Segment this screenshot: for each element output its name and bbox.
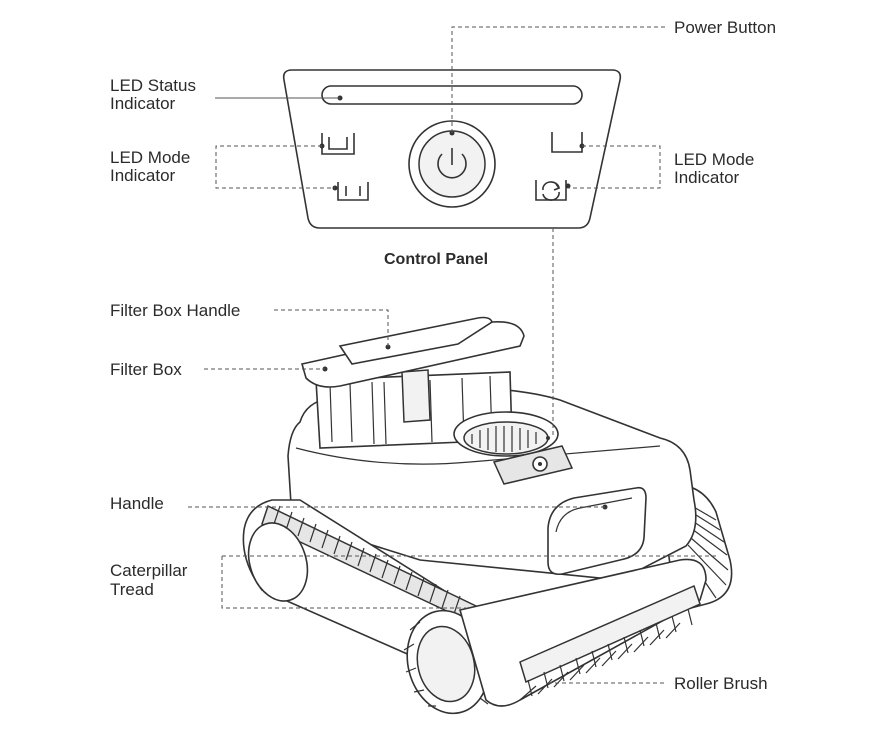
label-filter-box-handle: Filter Box Handle — [110, 301, 240, 320]
power-icon — [437, 148, 467, 179]
filter-box[interactable] — [300, 316, 525, 449]
robot-cleaner — [242, 316, 733, 715]
label-control-panel: Control Panel — [384, 251, 488, 268]
label-caterpillar-tread: Caterpillar — [110, 561, 188, 580]
label-led-mode-left: LED Mode — [110, 148, 190, 167]
label-filter-box: Filter Box — [110, 360, 182, 379]
label-led-mode-right-2: Indicator — [674, 168, 740, 187]
robot-control-panel — [492, 436, 574, 485]
label-led-mode-left-2: Indicator — [110, 166, 176, 185]
handle[interactable] — [547, 486, 647, 576]
mode-floor-icon — [319, 133, 355, 155]
label-led-status: LED Status — [110, 76, 196, 95]
label-led-mode-right: LED Mode — [674, 150, 754, 169]
labels: Power Button LED Status Indicator LED Mo… — [110, 18, 776, 693]
label-roller-brush: Roller Brush — [674, 674, 768, 693]
roller-brush — [519, 584, 701, 701]
label-handle: Handle — [110, 494, 164, 513]
label-caterpillar-tread-2: Tread — [110, 580, 154, 599]
label-led-status-2: Indicator — [110, 94, 176, 113]
leader-lines — [188, 26, 716, 684]
mode-cycle-icon — [535, 180, 571, 201]
control-panel — [282, 69, 622, 229]
power-button[interactable] — [408, 120, 496, 208]
label-power-button: Power Button — [674, 18, 776, 37]
top-vent — [453, 411, 559, 457]
mode-wall-icon — [332, 182, 369, 201]
